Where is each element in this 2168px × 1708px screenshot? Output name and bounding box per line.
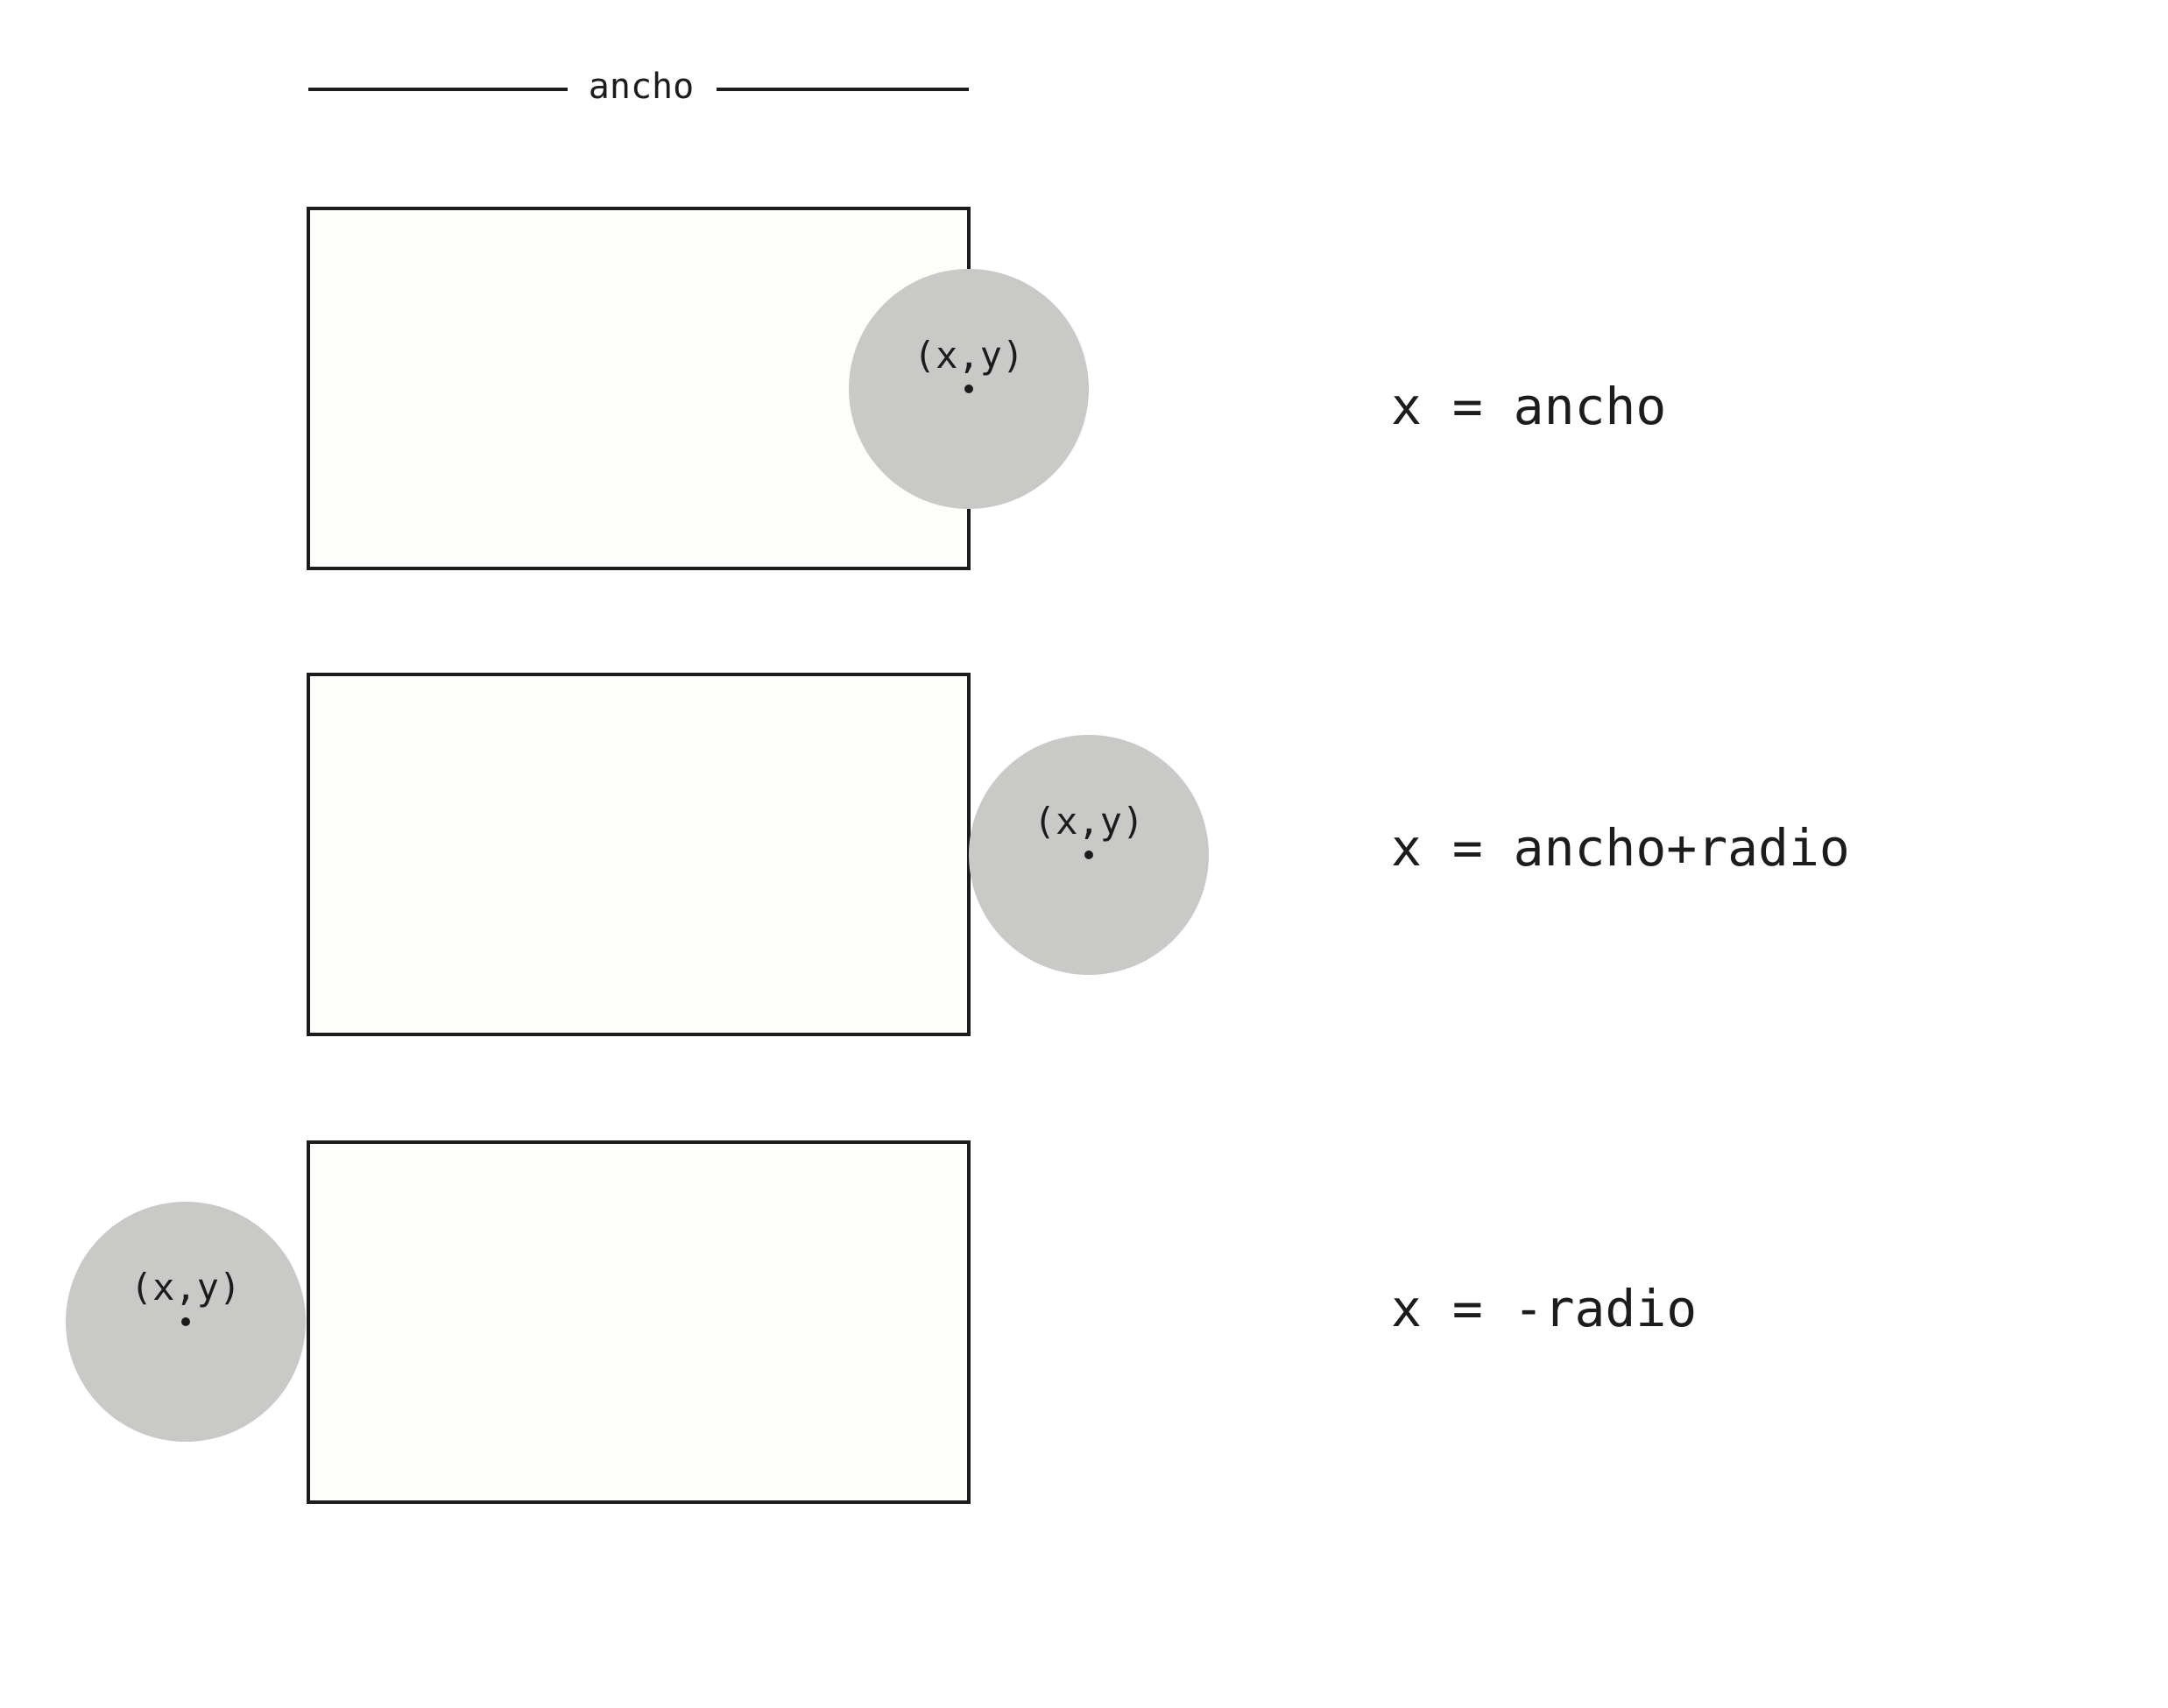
rectangle [307, 1140, 971, 1504]
rectangle [307, 673, 971, 1036]
center-point [1084, 850, 1093, 859]
case-ancho: (x,y) x = ancho [307, 207, 1666, 570]
center-point [964, 385, 973, 393]
point-label: (x,y) [914, 334, 1024, 377]
width-annotation: ancho [308, 67, 969, 107]
center-point [181, 1317, 190, 1326]
case-menos-radio: (x,y) x = -radio [66, 1140, 1697, 1504]
point-label: (x,y) [1034, 800, 1144, 843]
case-ancho-radio: (x,y) x = ancho+radio [307, 673, 1850, 1036]
equation-label: x = ancho+radio [1391, 818, 1850, 878]
equation-label: x = ancho [1391, 377, 1666, 436]
width-label: ancho [589, 67, 694, 107]
equation-label: x = -radio [1391, 1279, 1697, 1338]
point-label: (x,y) [131, 1266, 241, 1309]
